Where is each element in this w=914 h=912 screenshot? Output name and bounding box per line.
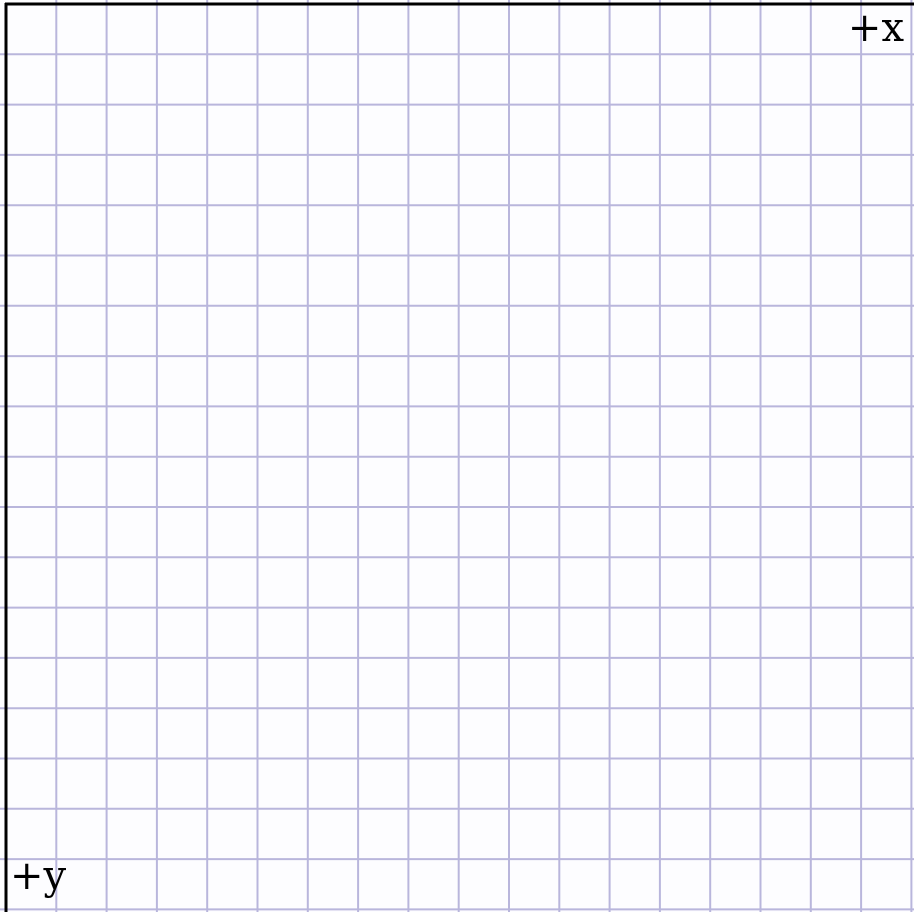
x-axis-label: +x — [847, 5, 904, 51]
y-axis-label: +y — [10, 853, 67, 899]
